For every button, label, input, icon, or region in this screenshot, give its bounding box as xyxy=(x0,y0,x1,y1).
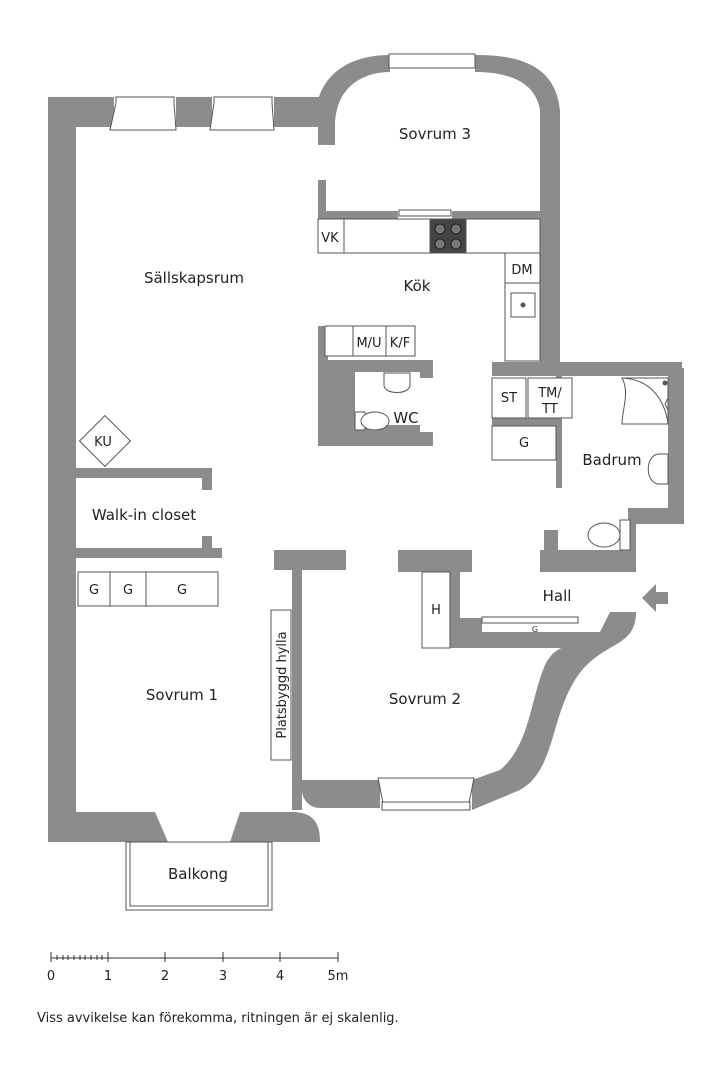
wall-kitchen-stub xyxy=(318,180,326,220)
window-kitchen xyxy=(398,209,452,217)
wall-closet-bottom xyxy=(76,548,222,558)
label-wc: WC xyxy=(393,409,418,427)
wall-outer-left xyxy=(48,97,76,842)
wall-hall-top-stub xyxy=(544,530,558,554)
shower-icon xyxy=(621,377,669,425)
label-kf: K/F xyxy=(390,336,410,351)
label-sovrum2: Sovrum 2 xyxy=(389,690,461,708)
bath-sink-icon xyxy=(647,453,669,485)
scale-tick-2: 2 xyxy=(161,969,169,984)
window-s2-sill xyxy=(381,801,471,811)
wall-bottom-s2-left xyxy=(302,780,380,808)
label-g-hall: G xyxy=(532,625,538,634)
g-bath-cabinet[interactable] xyxy=(491,425,557,461)
label-tm: TM/ xyxy=(537,386,562,401)
scale-tick-3: 3 xyxy=(219,969,227,984)
wall-bath-lower xyxy=(628,508,684,524)
g-closet-2[interactable] xyxy=(109,571,147,607)
g-closet-1[interactable] xyxy=(77,571,111,607)
wall-closet-top xyxy=(76,468,210,478)
built-in-shelf[interactable] xyxy=(270,609,292,761)
g-closet-3[interactable] xyxy=(145,571,219,607)
walls xyxy=(48,55,684,842)
windows xyxy=(109,53,476,811)
wall-wc xyxy=(318,326,433,446)
ku-cabinet[interactable] xyxy=(78,414,132,468)
wall-s3-kitchen-a xyxy=(326,211,398,219)
wc-toilet-icon xyxy=(360,411,390,431)
wall-bay-right xyxy=(475,55,560,362)
window-2 xyxy=(209,96,275,131)
wall-hall-top xyxy=(540,550,620,572)
tm-tt-cabinet[interactable] xyxy=(527,377,573,419)
wall-bottom-mid xyxy=(230,812,320,842)
wc-sink-icon xyxy=(383,372,411,393)
label-walkin: Walk-in closet xyxy=(92,506,196,524)
label-kok: Kök xyxy=(404,277,431,295)
label-sovrum3: Sovrum 3 xyxy=(399,125,471,143)
label-g-bath: G xyxy=(519,436,529,451)
label-sallskapsrum: Sällskapsrum xyxy=(144,269,244,287)
label-sovrum1: Sovrum 1 xyxy=(146,686,218,704)
bath-toilet-tank xyxy=(619,519,631,551)
label-g-closet-3: G xyxy=(177,583,187,598)
label-st: ST xyxy=(501,391,517,406)
label-g-closet-1: G xyxy=(89,583,99,598)
scale-bar xyxy=(50,952,339,962)
label-ku: KU xyxy=(94,435,112,450)
wall-bottom-left xyxy=(48,812,168,842)
wc-fixtures xyxy=(354,372,411,431)
label-shelf: Platsbyggd hylla xyxy=(275,631,290,738)
wall-top-3 xyxy=(274,97,320,127)
scale-tick-0: 0 xyxy=(47,969,55,984)
label-badrum: Badrum xyxy=(582,451,641,469)
wall-bath-top xyxy=(492,362,682,376)
wall-s1-s2-top xyxy=(274,550,346,570)
disclaimer: Viss avvikelse kan förekomma, ritningen … xyxy=(37,1011,399,1026)
window-1 xyxy=(109,96,177,131)
scale-tick-1: 1 xyxy=(104,969,112,984)
balcony xyxy=(125,841,273,911)
bath-fixtures xyxy=(491,377,669,551)
wall-curve xyxy=(472,612,636,810)
label-mu: M/U xyxy=(356,336,381,351)
wall-s3-kitchen-b xyxy=(452,211,542,219)
label-h: H xyxy=(431,603,441,618)
entrance-arrow-icon xyxy=(642,584,668,612)
wall-closet-bottom-stub xyxy=(202,536,212,556)
label-balkong: Balkong xyxy=(168,865,228,883)
label-vk: VK xyxy=(321,231,339,246)
dm-cabinet[interactable] xyxy=(504,252,541,284)
wall-hall-left xyxy=(398,550,482,648)
kitchen-island[interactable] xyxy=(324,325,416,357)
closets-s1 xyxy=(77,571,219,607)
scale-tick-4: 4 xyxy=(276,969,284,984)
wall-top-2 xyxy=(176,97,212,127)
wall-s1-s2 xyxy=(292,560,302,810)
hall-fixtures xyxy=(421,571,579,649)
wall-bay-left xyxy=(318,55,390,145)
wall-st-g xyxy=(492,418,558,426)
label-dm: DM xyxy=(511,263,532,278)
wall-bath-right xyxy=(668,368,684,522)
kitchen-counter[interactable] xyxy=(317,218,541,254)
window-3 xyxy=(388,53,476,69)
label-g-closet-2: G xyxy=(123,583,133,598)
stove-icon xyxy=(429,218,467,254)
wall-bath-left xyxy=(556,376,562,488)
kitchen xyxy=(317,218,541,362)
label-tt: TT xyxy=(541,402,558,417)
st-cabinet[interactable] xyxy=(491,377,527,419)
wall-top-1 xyxy=(64,97,114,127)
bath-toilet-icon xyxy=(587,522,621,548)
label-hall: Hall xyxy=(543,587,572,605)
wall-closet-top-stub xyxy=(202,468,212,490)
scale-tick-5: 5m xyxy=(328,969,349,984)
h-cabinet[interactable] xyxy=(421,571,451,649)
g-hall-cabinet[interactable] xyxy=(481,616,579,624)
